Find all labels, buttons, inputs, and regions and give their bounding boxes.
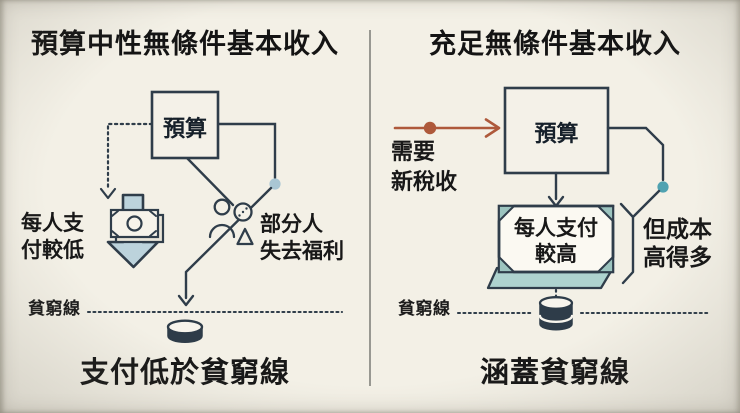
cost-more-label: 但成本 高得多 [643,215,712,271]
connector-dot [269,178,281,190]
right-budget-label: 預算 [534,121,579,146]
need-tax-line1: 需要 [391,139,436,164]
flow-line-right [606,126,665,182]
left-budget-label: 預算 [162,116,207,141]
pay-higher-line2: 較高 [535,243,577,266]
budget-box [150,90,220,160]
red-flow-dot [423,121,437,135]
budget-box [503,86,610,175]
red-tax-arrow [393,118,501,138]
diagonal-to-person [185,156,235,207]
banknote-icon [109,208,165,244]
pay-lower-label: 每人支 付較低 [21,210,84,264]
right-poverty-label: 貧窮線 [398,299,451,318]
bracket-icon [619,202,635,285]
lose-benefits-label: 部分人 失去福利 [260,211,344,265]
left-diagram [86,90,344,344]
left-poverty-label: 貧窮線 [28,299,81,318]
cost-more-line2: 高得多 [643,244,712,270]
cost-more-line1: 但成本 [643,216,712,242]
pay-higher-box [486,204,615,290]
person-icon [208,198,236,239]
need-tax-line2: 新稅收 [391,169,458,194]
right-title: 充足無條件基本收入 [429,29,681,59]
benefit-triangle-icon [236,227,254,246]
right-diagram [393,86,710,331]
left-title: 預算中性無條件基本收入 [31,29,339,59]
stacked-coin-icon [538,296,574,331]
pay-higher-label: 每人支付 較高 [499,216,613,268]
pay-higher-line1: 每人支付 [514,217,598,240]
need-tax-label: 需要 新稅收 [391,137,457,197]
right-caption: 涵蓋貧窮線 [479,357,630,389]
lose-benefits-line1: 部分人 [260,213,323,236]
pay-lower-line1: 每人支 [21,212,84,235]
dotted-flow-arrow [99,122,154,200]
down-flow-arrow [547,171,565,208]
coin-icon [166,319,204,344]
diagonal-to-poverty-arrow [177,186,273,307]
left-caption: 支付低於貧窮線 [79,357,290,389]
teal-connector-dot [657,181,669,193]
pay-lower-line2: 付較低 [21,239,84,262]
dot-to-bracket-line [632,189,661,218]
flow-line-right [216,122,277,180]
lose-benefits-line2: 失去福利 [260,240,344,263]
benefit-coin-icon [233,202,253,222]
